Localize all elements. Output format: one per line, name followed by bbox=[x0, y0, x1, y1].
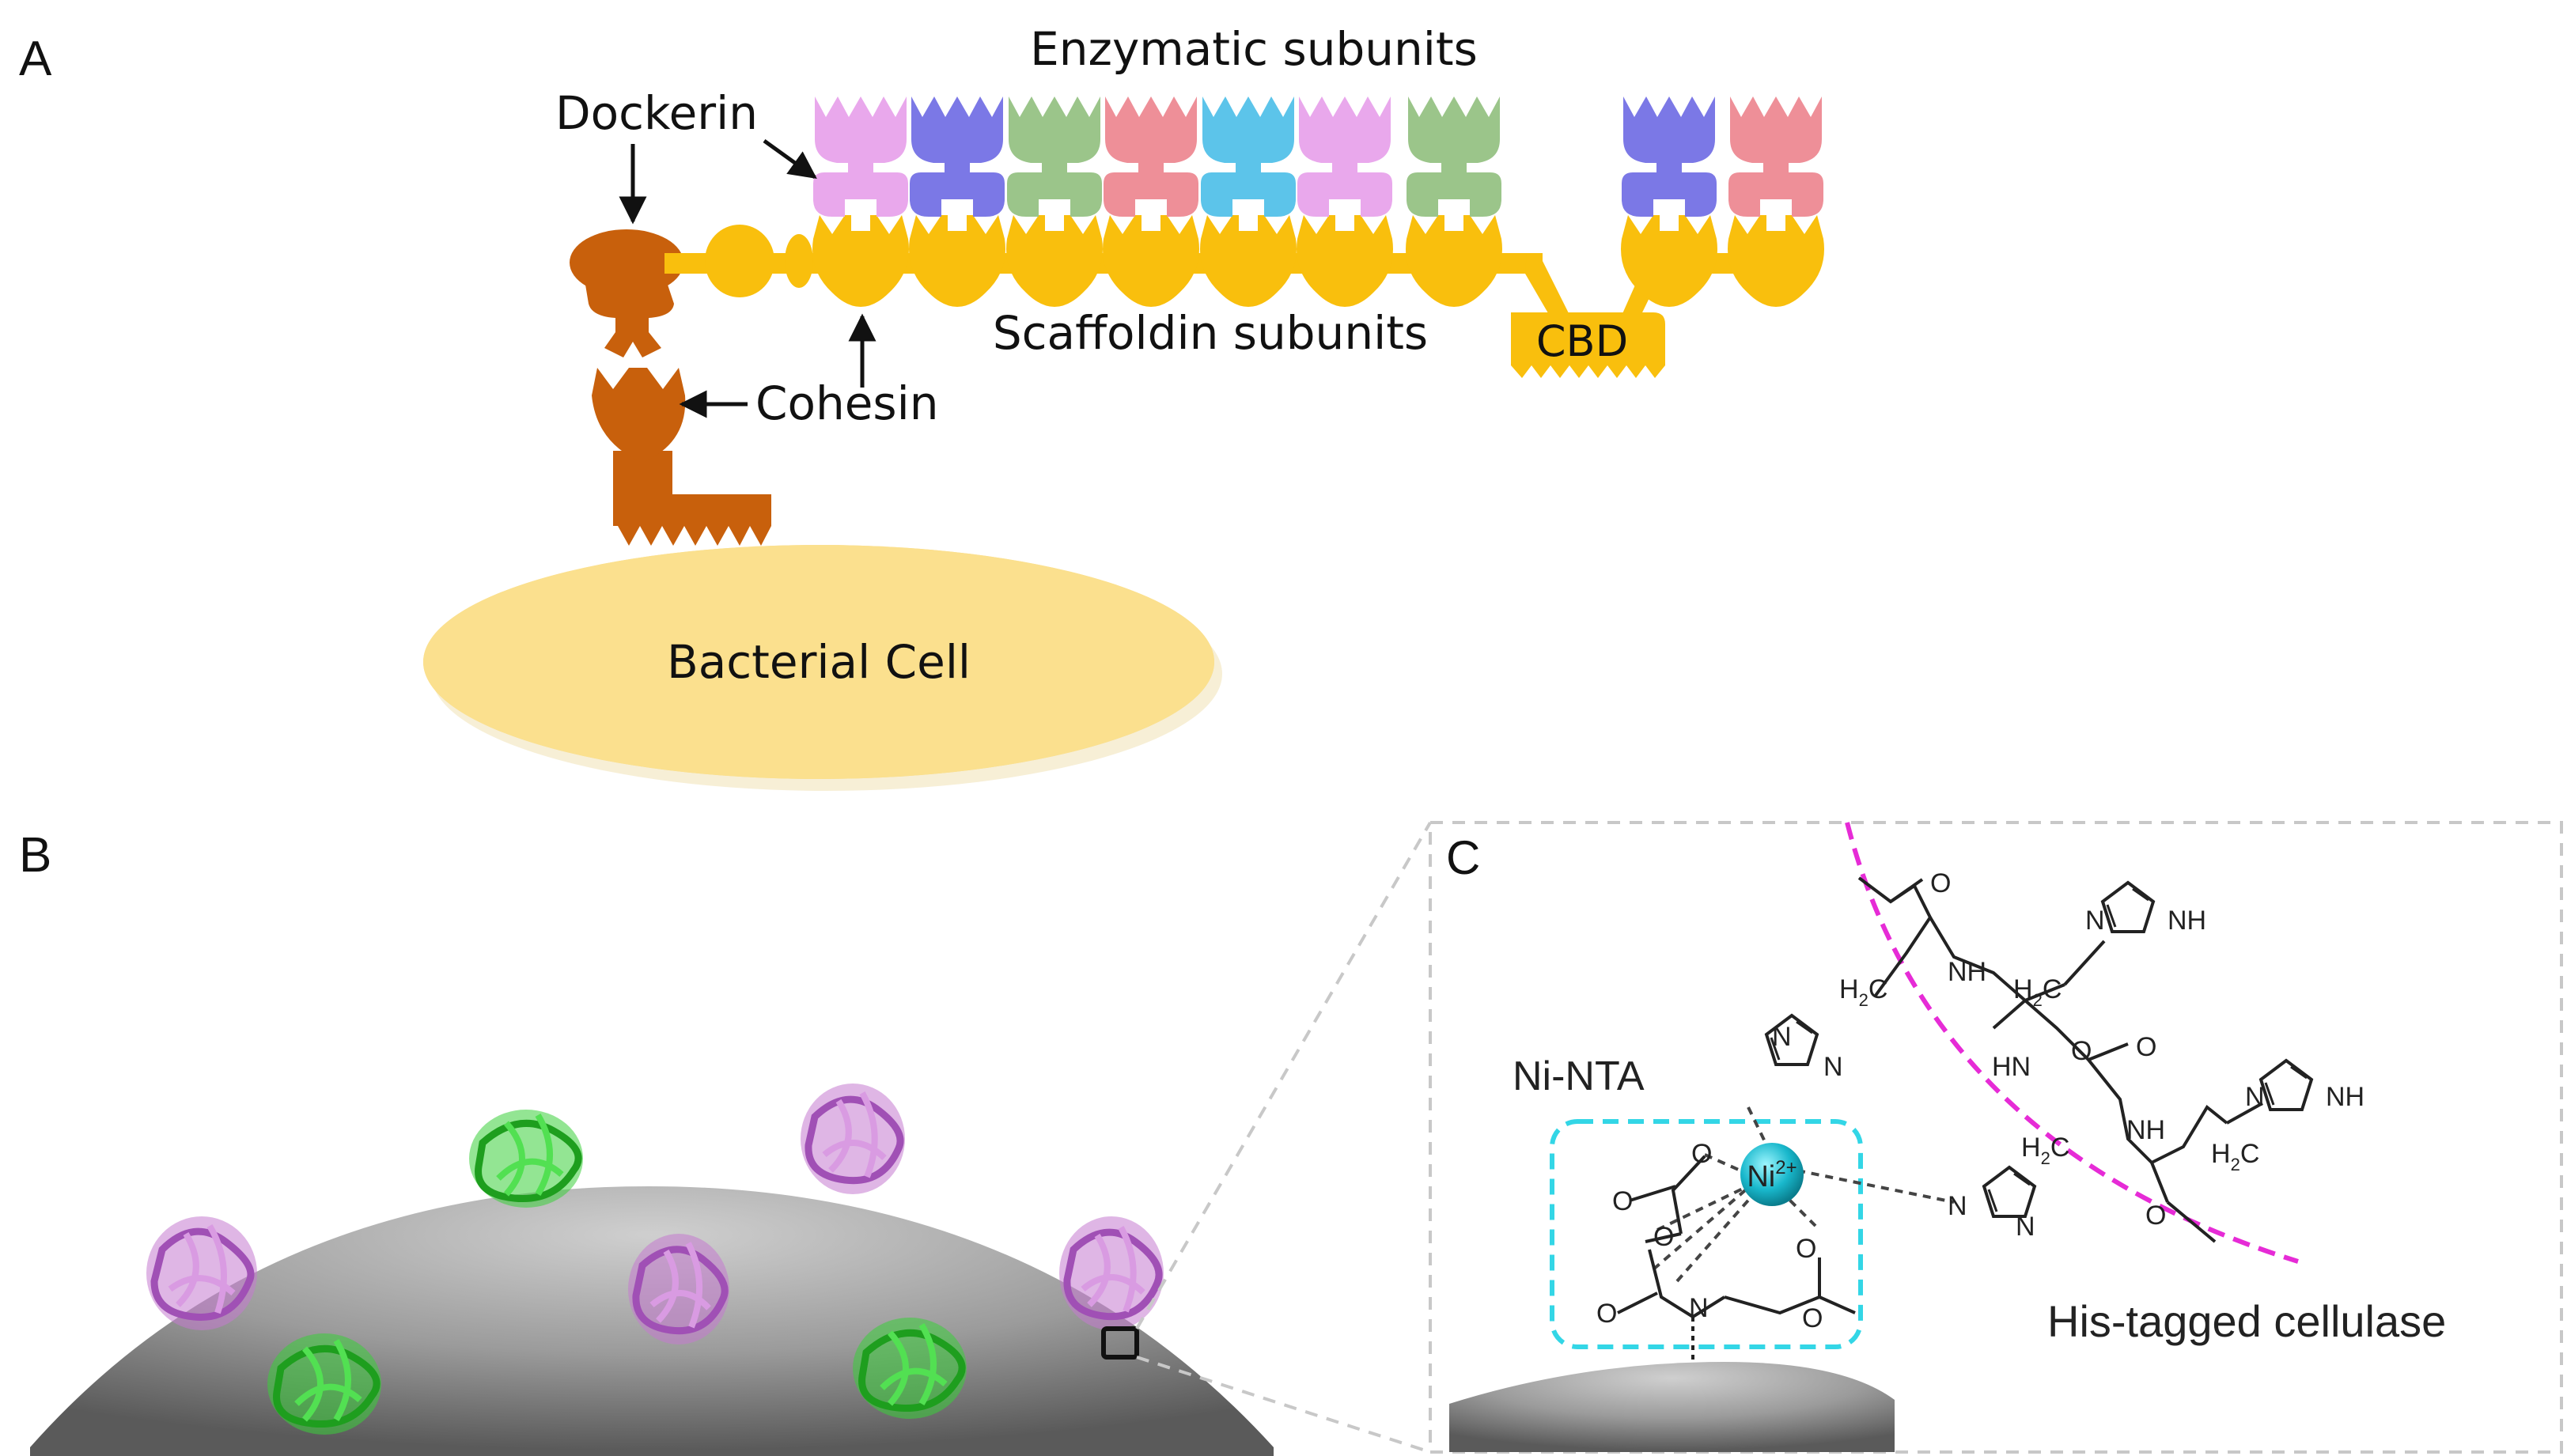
surface-sphere-zoom bbox=[1449, 1362, 1895, 1452]
protein-green-2 bbox=[267, 1333, 381, 1435]
cohesin-module-6 bbox=[1297, 215, 1393, 307]
enzyme-subunit-8 bbox=[1622, 96, 1717, 217]
panel-c-frame bbox=[1429, 821, 2563, 1454]
svg-text:N: N bbox=[1689, 1293, 1709, 1323]
svg-text:O: O bbox=[1653, 1222, 1674, 1252]
enzyme-subunit-6 bbox=[1297, 96, 1392, 217]
scaffoldin-subunits-label: Scaffoldin subunits bbox=[993, 306, 1428, 360]
svg-text:NH: NH bbox=[2168, 906, 2206, 936]
cohesin-module-3 bbox=[1006, 215, 1103, 307]
protein-green-1 bbox=[469, 1110, 583, 1208]
nta-box bbox=[1550, 1119, 1863, 1349]
dockerin-label: Dockerin bbox=[555, 86, 758, 140]
svg-text:O: O bbox=[1691, 1139, 1712, 1169]
anchor-protein bbox=[570, 229, 771, 546]
bacterial-cell-label: Bacterial Cell bbox=[667, 635, 971, 689]
chemical-structure bbox=[1617, 876, 2313, 1360]
svg-text:HN: HN bbox=[1992, 1052, 2031, 1082]
cohesin-module-5 bbox=[1200, 215, 1297, 307]
atom-labels: O O O O O O N O O O O NH HN NH NH N NH N… bbox=[1596, 868, 2364, 1333]
svg-text:O: O bbox=[1596, 1299, 1617, 1329]
cohesin-module-4 bbox=[1103, 215, 1199, 307]
svg-text:N: N bbox=[1823, 1052, 1843, 1082]
svg-text:N: N bbox=[1948, 1191, 1967, 1221]
svg-text:NH: NH bbox=[2326, 1082, 2364, 1112]
panel-label-c: C bbox=[1446, 831, 1480, 884]
protein-magenta-1 bbox=[146, 1216, 257, 1330]
enzyme-subunit-9 bbox=[1728, 96, 1823, 217]
immobilized-enzymes bbox=[146, 1083, 1164, 1435]
svg-text:O: O bbox=[2136, 1032, 2156, 1062]
svg-text:N: N bbox=[2245, 1082, 2265, 1112]
svg-text:N: N bbox=[2016, 1212, 2035, 1242]
enzyme-subunit-3 bbox=[1007, 96, 1102, 217]
svg-text:N: N bbox=[2085, 906, 2105, 936]
panel-label-a: A bbox=[19, 32, 52, 86]
enzymatic-subunits bbox=[813, 96, 1823, 217]
ni-nta-label: Ni-NTA bbox=[1513, 1053, 1645, 1099]
nickel-ion bbox=[1740, 1143, 1804, 1206]
svg-text:O: O bbox=[2071, 1036, 2092, 1066]
cbd-label: CBD bbox=[1536, 316, 1628, 366]
cohesin-label: Cohesin bbox=[755, 376, 939, 430]
enzyme-subunit-1 bbox=[813, 96, 908, 217]
zoom-connector-top bbox=[1135, 821, 1432, 1330]
enzyme-subunit-5 bbox=[1201, 96, 1296, 217]
enzyme-dockerin-arrow bbox=[763, 138, 817, 180]
zoom-region-box bbox=[1101, 1326, 1139, 1360]
cohesin-module-2 bbox=[909, 215, 1005, 307]
enzymatic-subunits-label: Enzymatic subunits bbox=[1030, 22, 1478, 76]
enzyme-subunit-7 bbox=[1407, 96, 1501, 217]
cbd-module: CBD bbox=[1511, 312, 1665, 378]
cohesin-module-7 bbox=[1406, 215, 1502, 307]
svg-text:H2C: H2C bbox=[1839, 974, 1887, 1010]
cohesin-module-1 bbox=[812, 215, 909, 307]
protein-magenta-2 bbox=[801, 1083, 905, 1194]
panel-label-b: B bbox=[19, 828, 51, 883]
protein-magenta-3 bbox=[628, 1234, 729, 1344]
his-tagged-cellulase-label: His-tagged cellulase bbox=[2047, 1296, 2446, 1346]
nickel-ion-label: Ni2+ bbox=[1747, 1157, 1797, 1193]
enzyme-subunit-2 bbox=[910, 96, 1005, 217]
svg-text:H2C: H2C bbox=[2013, 974, 2062, 1010]
svg-text:NH: NH bbox=[2126, 1115, 2165, 1145]
svg-text:H2C: H2C bbox=[2021, 1133, 2069, 1168]
cellulase-boundary-arc bbox=[1845, 822, 2299, 1264]
svg-text:NH: NH bbox=[1948, 957, 1986, 987]
svg-text:H2C: H2C bbox=[2211, 1139, 2259, 1174]
cohesin-module-9 bbox=[1728, 215, 1824, 307]
enzyme-subunit-4 bbox=[1104, 96, 1198, 217]
scaffoldin-subunits bbox=[812, 215, 1824, 307]
svg-text:N: N bbox=[1772, 1022, 1792, 1052]
svg-text:O: O bbox=[1796, 1234, 1816, 1264]
zoom-connector-bottom bbox=[1136, 1356, 1431, 1454]
svg-text:O: O bbox=[1802, 1303, 1823, 1333]
protein-magenta-4 bbox=[1059, 1216, 1164, 1330]
svg-text:O: O bbox=[1612, 1186, 1633, 1216]
svg-text:O: O bbox=[1930, 868, 1951, 898]
svg-text:O: O bbox=[2145, 1201, 2166, 1231]
protein-green-3 bbox=[853, 1318, 967, 1419]
